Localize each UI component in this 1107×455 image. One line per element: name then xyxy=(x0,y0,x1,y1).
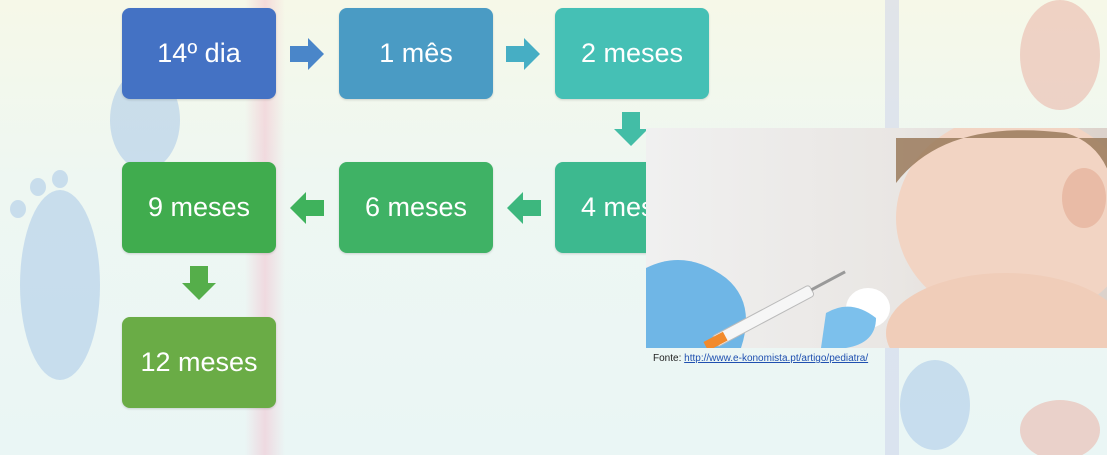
step-2-meses: 2 meses xyxy=(555,8,709,99)
source-prefix: Fonte: xyxy=(653,353,682,364)
source-link[interactable]: http://www.e-konomista.pt/artigo/pediatr… xyxy=(684,353,869,364)
footprint-decoration xyxy=(900,360,970,450)
arrow-left-icon xyxy=(507,192,541,224)
step-9-meses: 9 meses xyxy=(122,162,276,253)
step-14-dia: 14º dia xyxy=(122,8,276,99)
toe-decoration xyxy=(30,178,46,196)
footprint-decoration xyxy=(1020,0,1100,110)
arrow-right-icon xyxy=(290,38,324,70)
step-1-mes: 1 mês xyxy=(339,8,493,99)
arrow-down-icon xyxy=(614,112,648,146)
source-caption: Fonte: http://www.e-konomista.pt/artigo/… xyxy=(653,353,868,364)
photo-illustration xyxy=(646,128,1107,348)
footprint-decoration xyxy=(20,190,100,380)
toe-decoration xyxy=(10,200,26,218)
arrow-left-icon xyxy=(290,192,324,224)
toe-decoration xyxy=(52,170,68,188)
baby-vaccination-photo xyxy=(646,128,1107,348)
step-6-meses: 6 meses xyxy=(339,162,493,253)
footprint-decoration xyxy=(1020,400,1100,455)
arrow-down-icon xyxy=(182,266,216,300)
arrow-right-icon xyxy=(506,38,540,70)
step-12-meses: 12 meses xyxy=(122,317,276,408)
